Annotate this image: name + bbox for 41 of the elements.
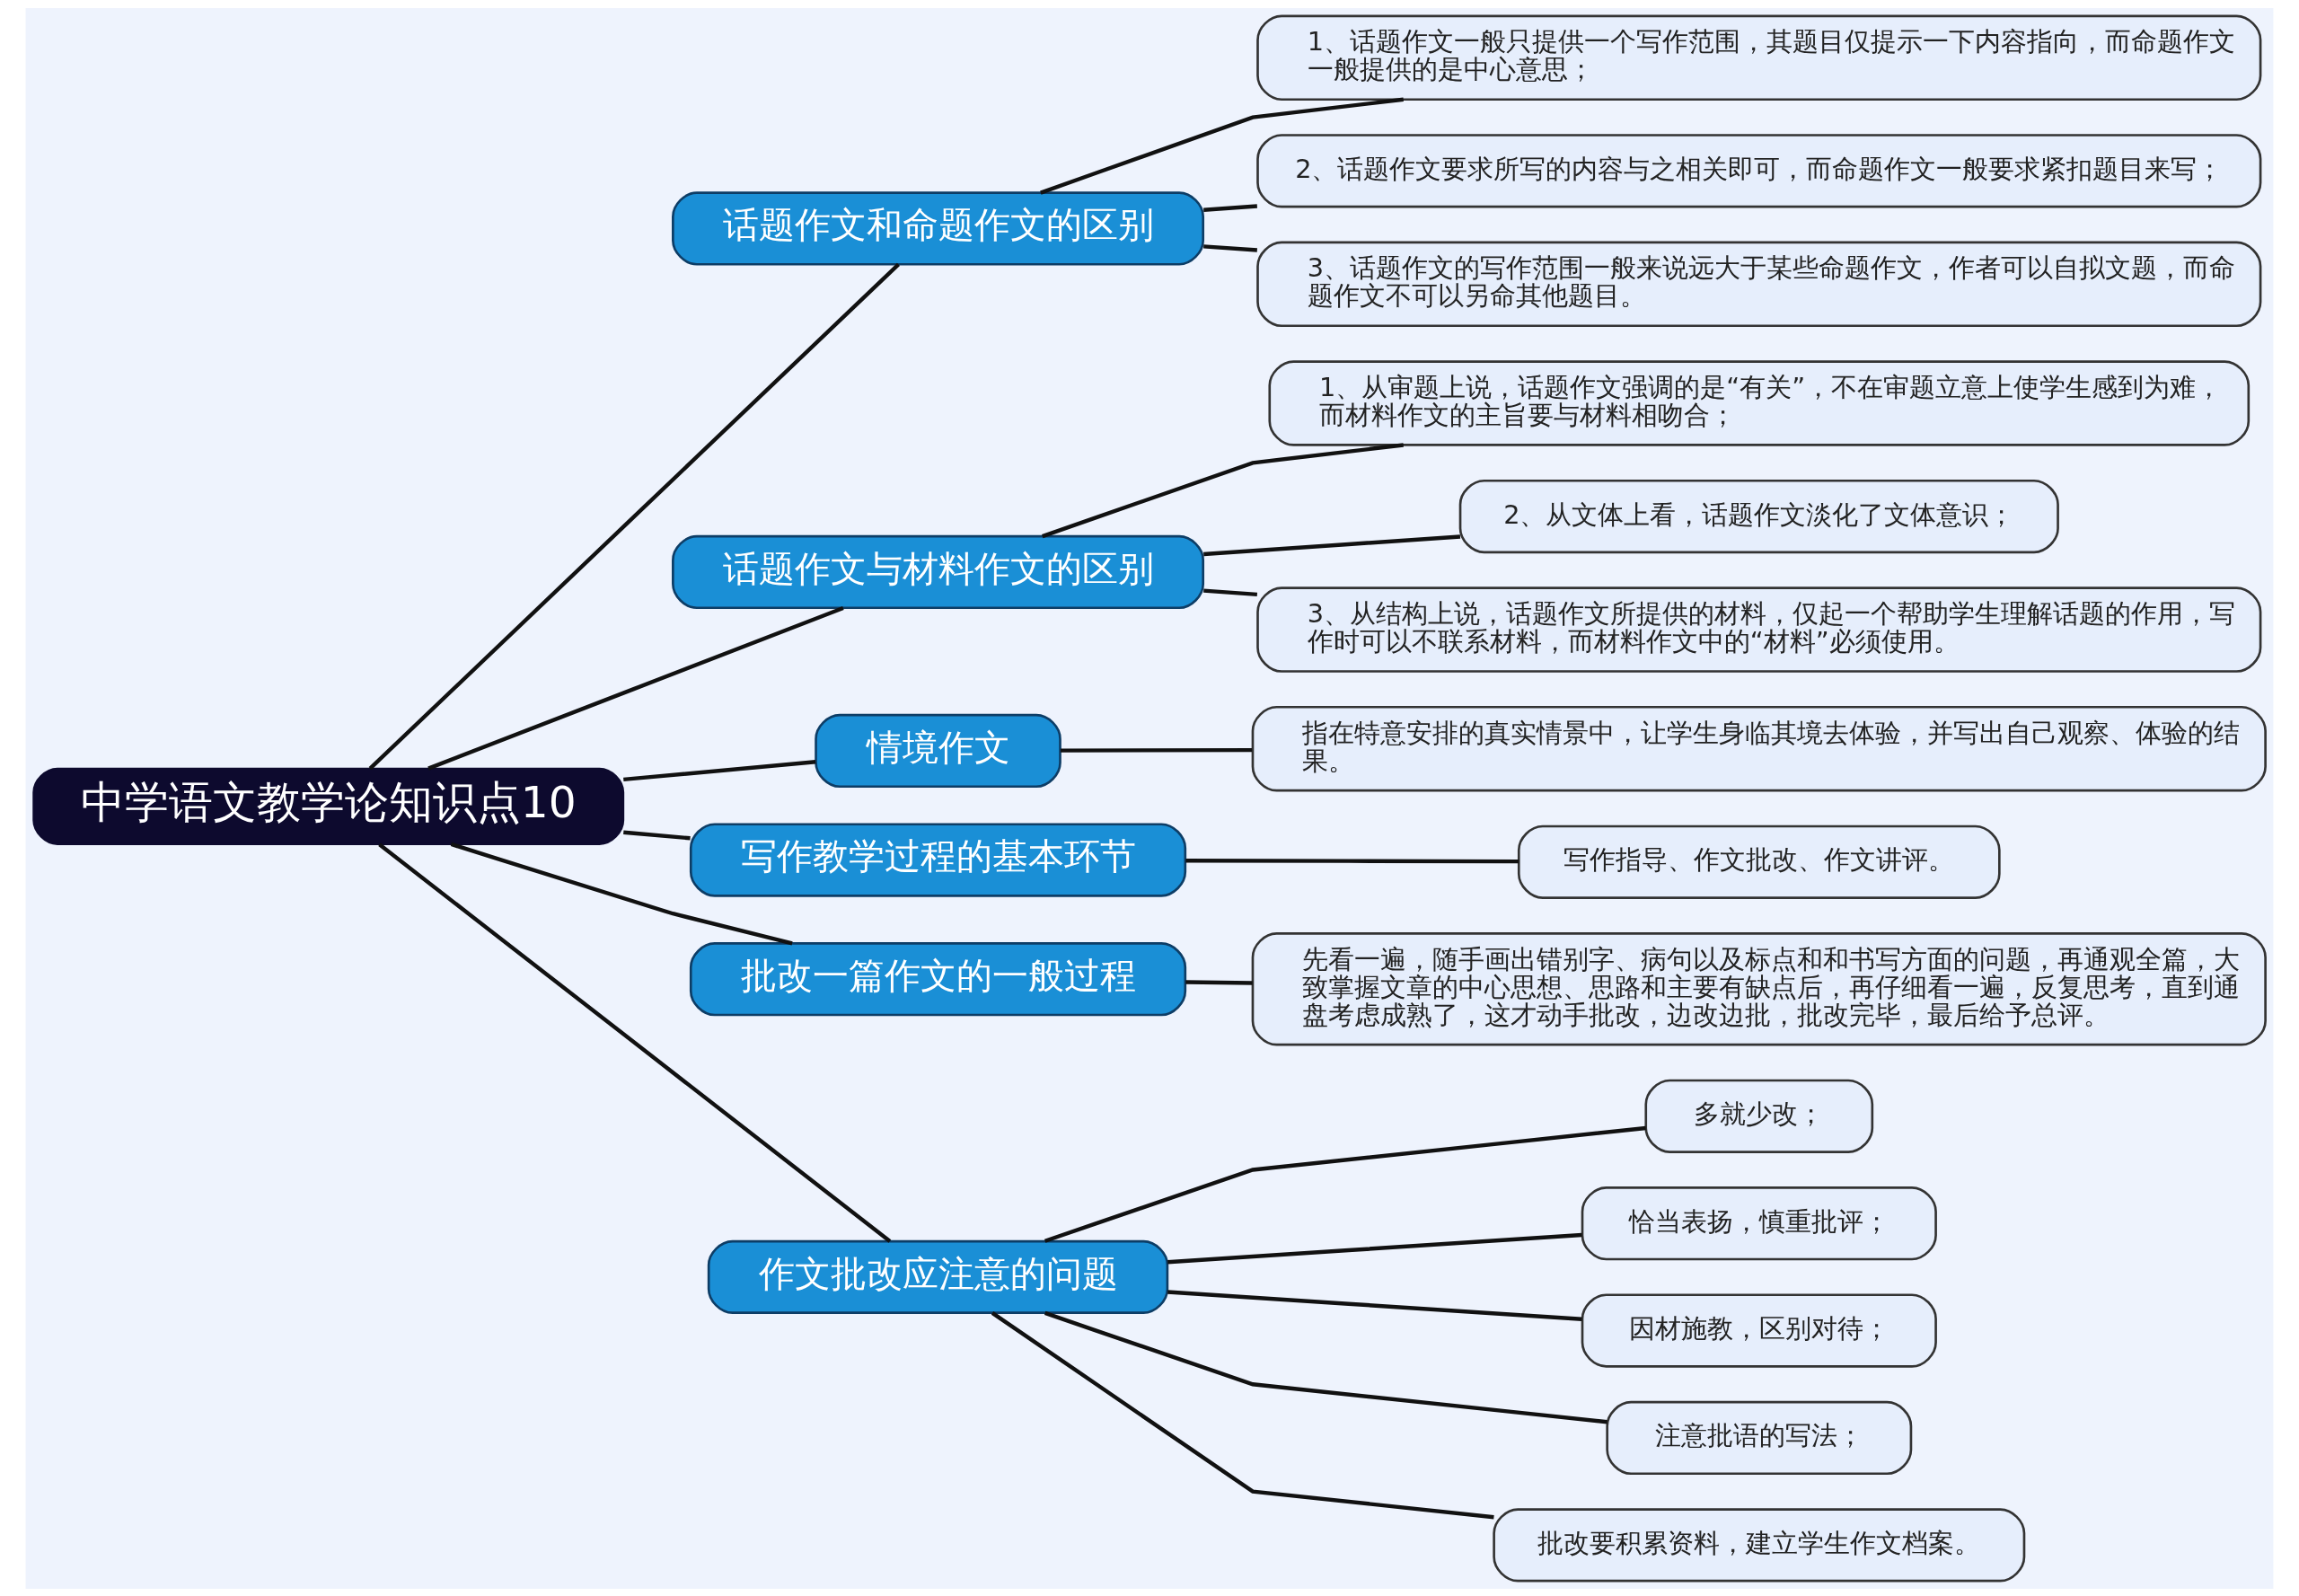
connector [1040,97,1404,195]
connector [991,1310,1494,1519]
node-box: 批改一篇作文的一般过程 [689,941,1187,1016]
connector [623,830,691,840]
node-box: 2、话题作文要求所写的内容与之相关即可，而命题作文一般要求紧扣题目来写； [1256,133,2262,207]
node-box: 话题作文与材料作文的区别 [672,534,1205,609]
node-box: 1、话题作文一般只提供一个写作范围，其题目仅提示一下内容指向，而命题作文一般提供的是中心意思； [1256,14,2262,101]
node-box: 3、话题作文的写作范围一般来说远大于某些命题作文，作者可以自拟文题，而命题作文不可以另命其他题目。 [1256,241,2262,327]
connector [1044,1310,1608,1424]
node-box: 写作指导、作文批改、作文讲评。 [1517,824,2001,899]
node-box: 作文批改应注意的问题 [707,1239,1169,1314]
connector [1203,203,1257,212]
node-box: 3、从结构上说，话题作文所提供的材料，仅起一个帮助学生理解话题的作用，写作时可以不联系材料，而材料作文中的“材料”必须使用。 [1256,586,2262,673]
node-box: 注意批语的写法； [1606,1400,1913,1475]
node-box: 指在特意安排的真实情景中，让学生身临其境去体验，并写出自己观察、体验的结果。 [1251,705,2267,791]
connector [1044,1125,1646,1243]
connector [1167,1289,1582,1321]
connector [1185,858,1519,863]
node-box: 因材施教，区别对待； [1581,1292,1937,1368]
node-box: 批改要积累资料，建立学生作文档案。 [1493,1507,2026,1582]
connector [1203,587,1258,596]
node-box: 恰当表扬，慎重批评； [1581,1186,1937,1260]
connector [368,262,901,770]
connector [1185,979,1253,985]
connector [1167,1232,1582,1264]
node-box: 先看一遍，随手画出错别字、病句以及标点和和书写方面的问题，再通观全篇，大致掌握文章的中心思想、思路和主要有缺点后，再仔细看一遍，反复思考，直到通盘考虑成熟了，这才动手批改，边改边批，批改完毕，最后给予总评。 [1251,931,2267,1045]
node-box: 情境作文 [815,713,1061,788]
connector [427,605,844,771]
node-box: 2、从文体上看，话题作文淡化了文体意识； [1458,479,2059,553]
connector [623,759,816,781]
node-box: 写作教学过程的基本环节 [689,822,1187,897]
node-box: 话题作文和命题作文的区别 [672,190,1205,266]
connector [450,842,793,945]
connector [1203,533,1461,556]
connector [1061,747,1253,753]
connector [378,842,892,1243]
node-box: 多就少改； [1644,1079,1874,1153]
node-box: 中学语文教学论知识点10 [32,767,625,845]
connector [1042,442,1404,538]
node-box: 1、从审题上说，话题作文强调的是“有关”，不在审题立意上使学生感到为难，而材料作文的主旨要与材料相吻合； [1268,359,2251,446]
connector [1203,243,1257,252]
